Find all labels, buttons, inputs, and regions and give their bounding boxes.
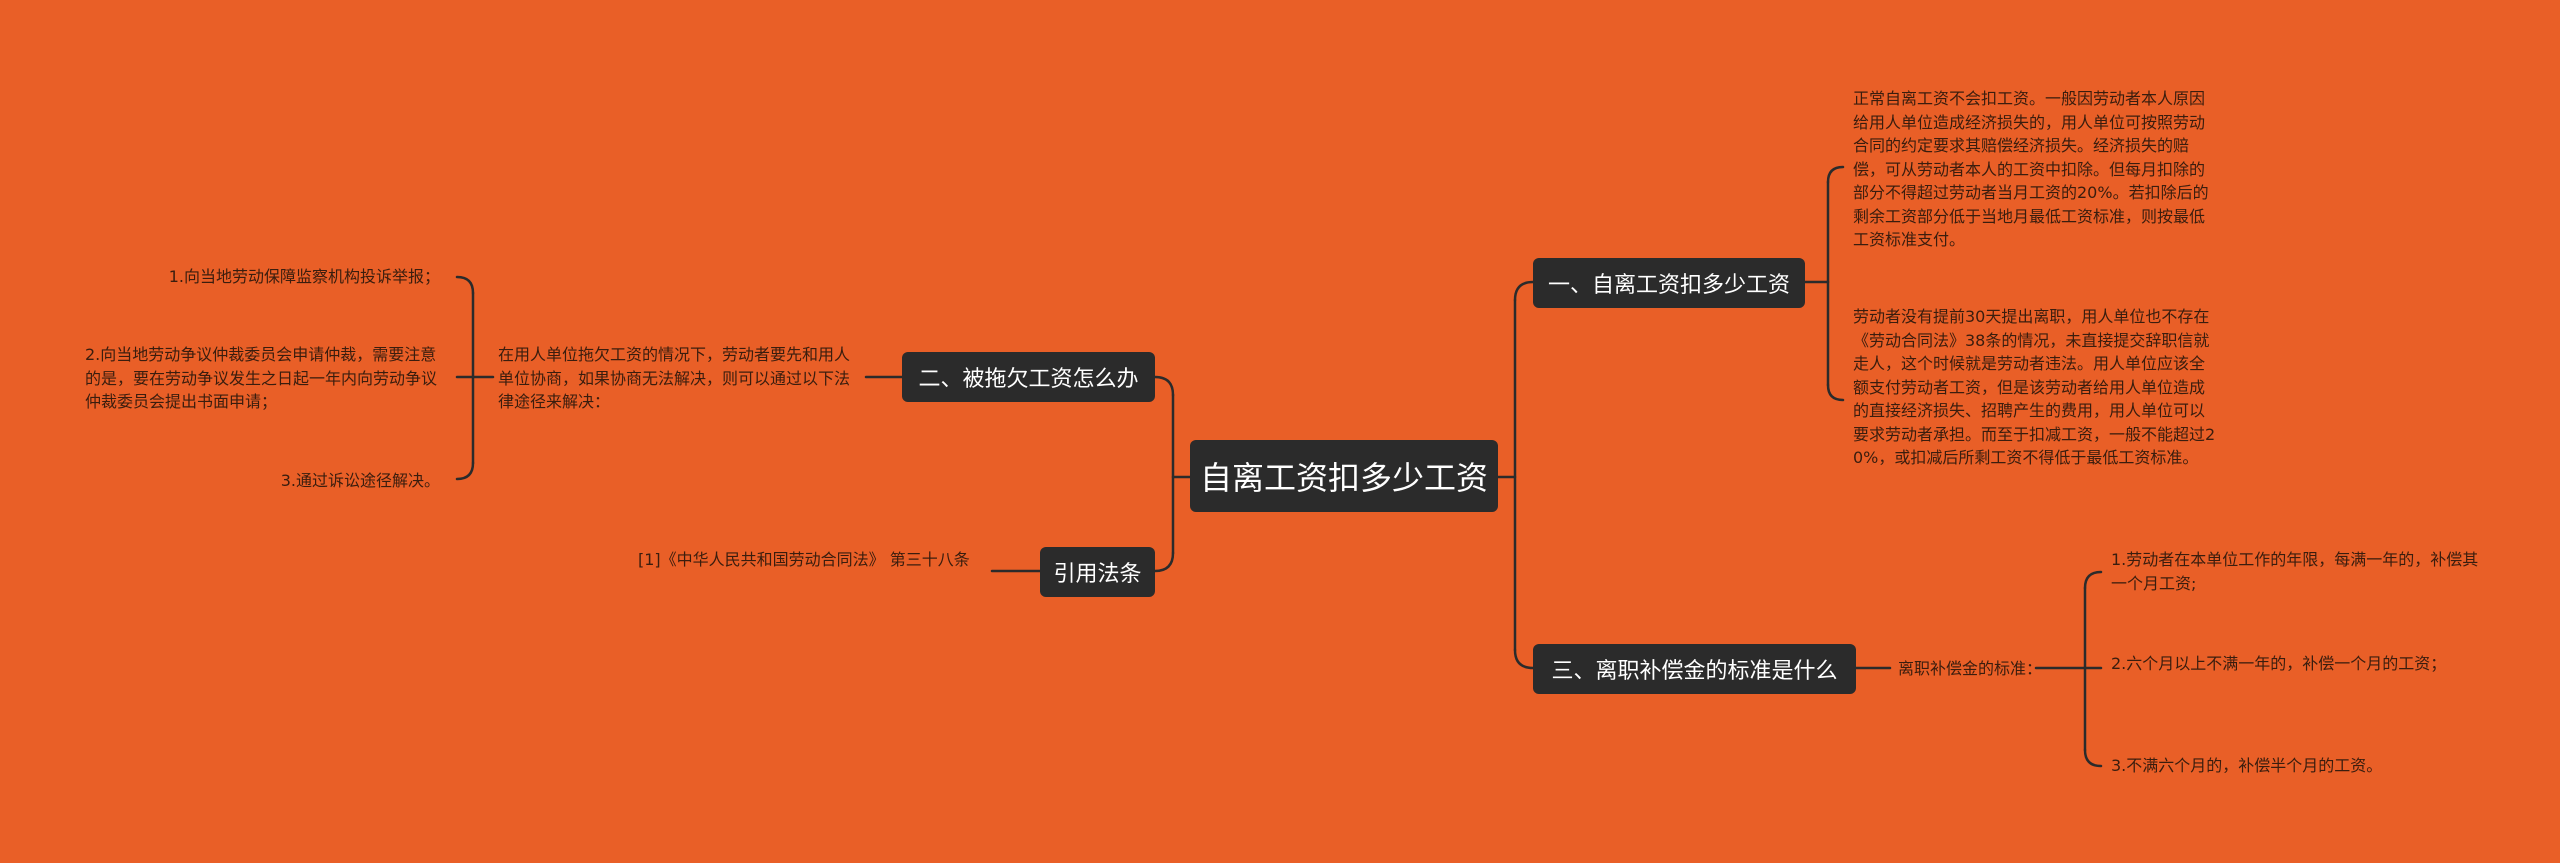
root-node[interactable]: 自离工资扣多少工资: [1190, 440, 1498, 512]
b3-leaf-1: 1.劳动者在本单位工作的年限，每满一年的，补偿其一个月工资;: [2111, 550, 2479, 593]
b3-leaf-2: 2.六个月以上不满一年的，补偿一个月的工资；: [2111, 654, 2447, 673]
b4-leaf-1: [1]《中华人民共和国劳动合同法》 第三十八条: [638, 550, 970, 569]
b2-leaf-2: 2.向当地劳动争议仲裁委员会申请仲裁，需要注意的是，要在劳动争议发生之日起一年内…: [85, 345, 438, 411]
branch-node-4[interactable]: 引用法条: [1040, 547, 1155, 597]
b2-leaf-3: 3.通过诉讼途径解决。: [280, 471, 440, 490]
b3-leaf-3: 3.不满六个月的，补偿半个月的工资。: [2111, 756, 2383, 775]
b3-middle: 离职补偿金的标准：: [1898, 659, 2043, 678]
b2-middle: 在用人单位拖欠工资的情况下，劳动者要先和用人单位协商，如果协商无法解决，则可以通…: [498, 345, 851, 411]
branch-node-2[interactable]: 二、被拖欠工资怎么办: [902, 352, 1155, 402]
branch-node-3[interactable]: 三、离职补偿金的标准是什么: [1533, 644, 1856, 694]
branch-node-1[interactable]: 一、自离工资扣多少工资: [1533, 258, 1805, 308]
b1-leaf-2: 劳动者没有提前30天提出离职，用人单位也不存在《劳动合同法》38条的情况，未直接…: [1853, 307, 2216, 467]
b1-leaf-1: 正常自离工资不会扣工资。一般因劳动者本人原因给用人单位造成经济损失的，用人单位可…: [1853, 89, 2209, 249]
b2-leaf-1: 1.向当地劳动保障监察机构投诉举报；: [168, 267, 440, 286]
